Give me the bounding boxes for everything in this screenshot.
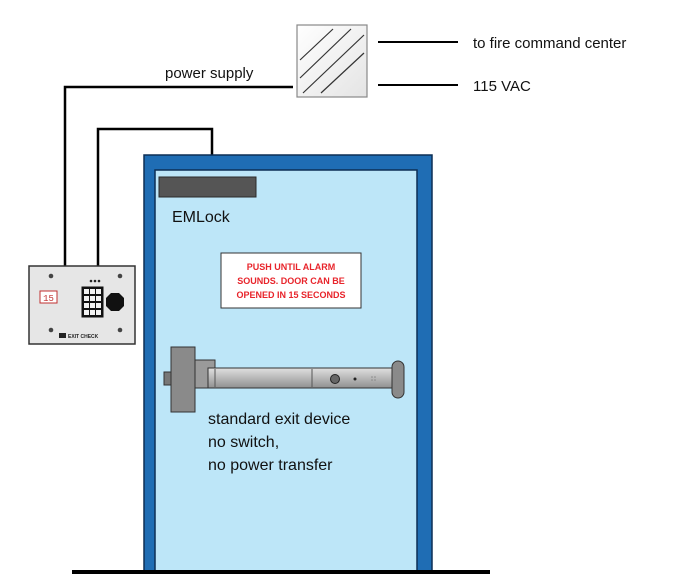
emlock-bar bbox=[158, 176, 257, 198]
fire-command-label: to fire command center bbox=[473, 35, 626, 52]
keypad-keys bbox=[81, 286, 104, 318]
sign-line-2: SOUNDS. DOOR CAN BE bbox=[237, 276, 345, 286]
exit-device-line-1: standard exit device bbox=[208, 411, 350, 428]
keypad-display: 15 bbox=[43, 294, 54, 304]
warning-sign: PUSH UNTIL ALARM SOUNDS. DOOR CAN BE OPE… bbox=[220, 252, 362, 309]
vac-label: 115 VAC bbox=[473, 78, 531, 95]
power-supply-box bbox=[296, 24, 368, 98]
power-supply-wire bbox=[63, 85, 293, 266]
keypad-speaker bbox=[106, 293, 124, 311]
exit-device-line-3: no power transfer bbox=[208, 457, 333, 474]
keypad-unit: 15 EXIT CHECK bbox=[28, 265, 136, 345]
power-supply-label: power supply bbox=[165, 65, 254, 82]
exit-device-line-2: no switch, bbox=[208, 434, 279, 451]
exit-device bbox=[163, 346, 405, 413]
emlock-wire bbox=[96, 127, 214, 266]
sign-line-3: OPENED IN 15 SECONDS bbox=[236, 290, 345, 300]
wiring bbox=[63, 85, 293, 266]
sign-line-1: PUSH UNTIL ALARM bbox=[247, 262, 336, 272]
keypad-brand: EXIT CHECK bbox=[68, 334, 99, 340]
emlock-label: EMLock bbox=[172, 209, 231, 226]
